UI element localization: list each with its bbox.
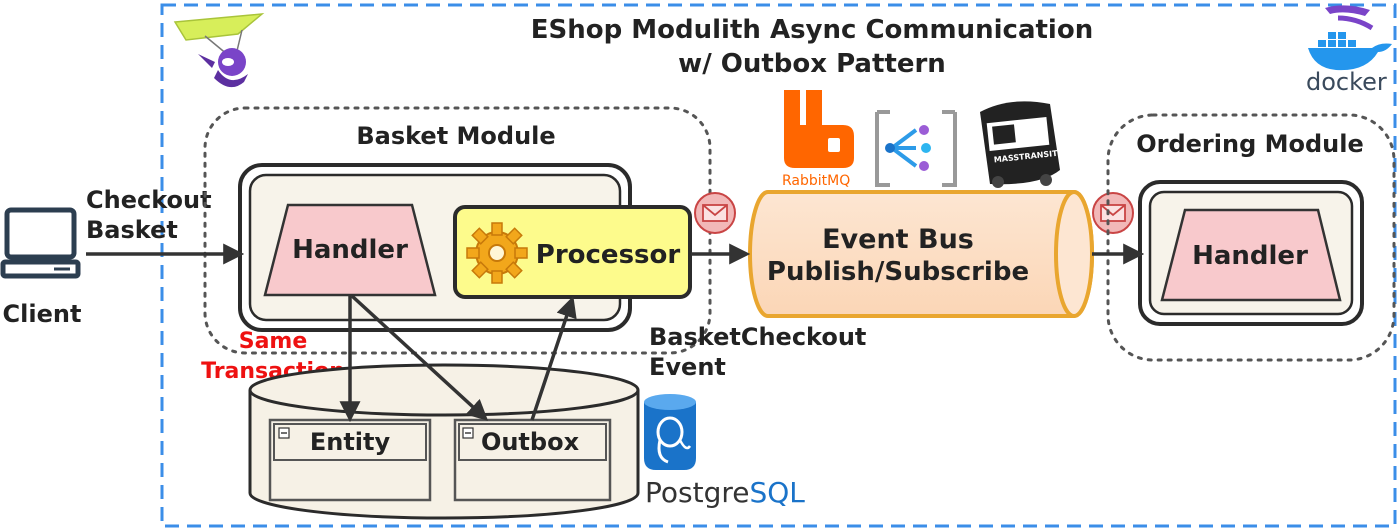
same-transaction-label-line1: Same — [239, 329, 308, 354]
docker-wordmark: docker — [1306, 68, 1387, 96]
entity-table: Entity — [268, 418, 432, 502]
checkout-basket-label-line2: Basket — [86, 216, 178, 244]
outbox-to-processor-arrow — [530, 296, 577, 421]
client-label: Client — [3, 300, 82, 328]
diagram-title-line2: w/ Outbox Pattern — [678, 49, 946, 79]
flow-arrows — [86, 243, 1145, 423]
docker-logo-icon: docker — [1306, 5, 1392, 96]
message-envelope-icon — [694, 192, 736, 234]
masstransit-bus-logo-icon: MASSTRANSIT — [980, 101, 1060, 188]
diagram-title-line1: EShop Modulith Async Communication — [531, 15, 1093, 45]
outbox-table: Outbox — [453, 418, 612, 502]
basket-handler-label: Handler — [292, 235, 408, 265]
processor-label: Processor — [536, 240, 681, 270]
outbox-table-label: Outbox — [481, 428, 580, 456]
rabbitmq-logo-icon: RabbitMQ — [782, 90, 854, 189]
postgres-prefix: Postgre — [645, 476, 749, 509]
event-bus-label-line2: Publish/Subscribe — [767, 257, 1029, 287]
basket-checkout-event-label-line1: BasketCheckout — [649, 323, 866, 351]
ordering-module-title: Ordering Module — [1136, 130, 1364, 158]
hang-glider-mascot-icon — [173, 13, 265, 88]
postgresql-wordmark: PostgreSQL — [645, 476, 805, 509]
application-frame — [160, 3, 1397, 528]
checkout-basket-label-line1: Checkout — [86, 186, 212, 214]
message-envelope-icon — [1092, 192, 1134, 234]
basket-checkout-event-label-line2: Event — [649, 353, 726, 381]
entity-table-label: Entity — [310, 428, 391, 456]
ordering-handler-shape — [1160, 208, 1342, 302]
basket-module-title: Basket Module — [356, 122, 555, 150]
rabbitmq-wordmark: RabbitMQ — [782, 173, 850, 189]
ordering-handler-label: Handler — [1192, 241, 1308, 271]
postgres-suffix: SQL — [749, 476, 805, 509]
client-computer-icon — [0, 207, 81, 279]
postgresql-logo-icon — [644, 394, 696, 470]
event-bus-cylinder — [748, 190, 1094, 318]
event-bus-label-line1: Event Bus — [822, 224, 974, 255]
ordering-module-boundary — [1106, 113, 1396, 362]
basket-handler-shape — [263, 203, 437, 297]
processor-gear-icon — [466, 222, 528, 284]
azure-service-bus-logo-icon — [875, 110, 957, 187]
handler-to-outbox-arrow — [350, 294, 489, 421]
